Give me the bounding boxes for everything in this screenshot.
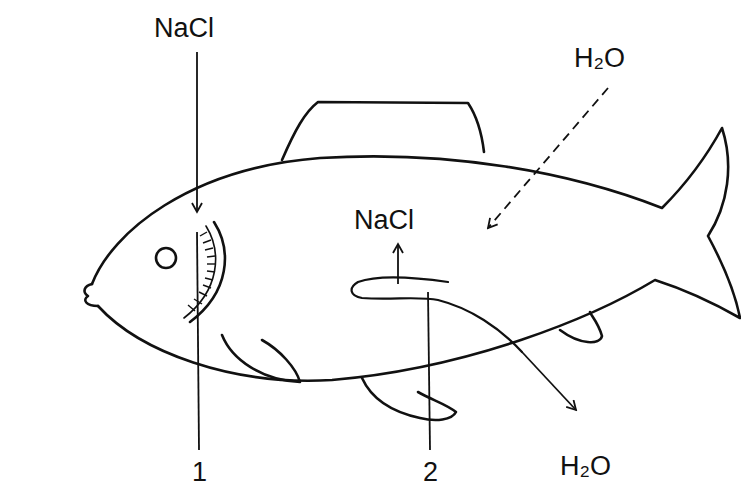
pelvic-fin bbox=[362, 378, 456, 420]
ion-label: NaCl bbox=[152, 14, 216, 43]
pectoral-fin bbox=[222, 335, 300, 382]
callout-number: 2 bbox=[421, 458, 440, 487]
ion-label: NaCl bbox=[352, 206, 416, 235]
leader-line bbox=[428, 292, 430, 450]
gill-hatching bbox=[188, 232, 215, 311]
water-label: H₂O bbox=[572, 44, 627, 73]
water-outflow-arrow bbox=[522, 352, 576, 410]
fish-mouth bbox=[85, 284, 98, 306]
water-inflow-arrow bbox=[488, 88, 608, 228]
dorsal-fin bbox=[282, 102, 484, 160]
callout-number: 1 bbox=[190, 458, 209, 487]
anal-fin bbox=[560, 312, 602, 342]
water-label: H₂O bbox=[558, 452, 613, 481]
uptake-arrow bbox=[196, 52, 198, 212]
fish-eye bbox=[156, 248, 176, 268]
reabsorption-arrow bbox=[397, 244, 399, 284]
fish-body bbox=[92, 128, 740, 381]
gill-edge bbox=[184, 226, 216, 318]
leader-line bbox=[197, 232, 199, 450]
kidney-tubule bbox=[352, 277, 522, 352]
